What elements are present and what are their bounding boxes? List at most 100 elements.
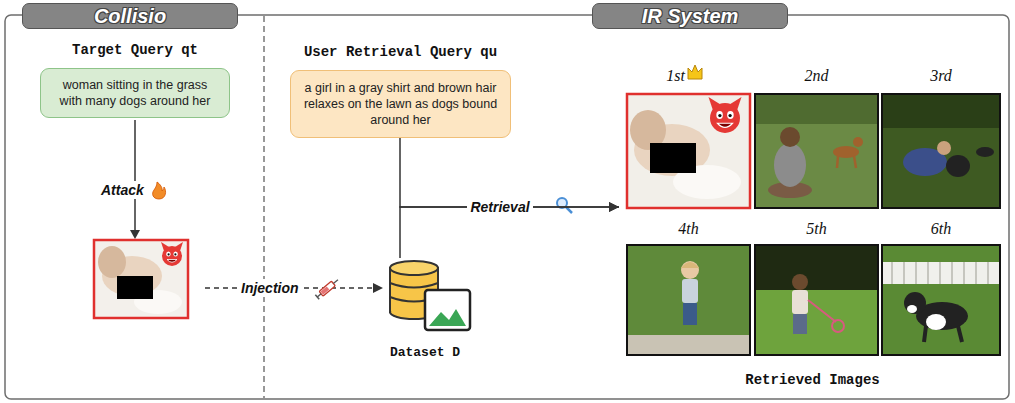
database-icon [390,283,438,288]
dataset-label: Dataset D [362,345,488,360]
retrieved-photo [904,292,926,314]
retrieved-photo [793,314,807,334]
retrieved-photo [907,305,917,313]
poisoned-image [94,240,188,318]
edge-label: Retrieval [467,198,532,216]
retrieved-photo [780,127,800,147]
retrieved-photo [792,274,808,290]
syringe-icon [315,295,319,300]
rank-label: 4th [627,219,750,239]
section-title: IR System [642,5,739,28]
result-panel: Retrieved Images 1st2nd3rd 4th5th6th [620,62,1005,392]
image-icon [425,290,470,330]
retrieved-photo [926,314,946,330]
retrieved-photo [755,94,878,208]
poisoned-image [98,246,126,278]
arrow-label: Injection [238,279,302,297]
retrieved-photo [792,290,808,314]
rank-label: 2nd [755,66,878,86]
poisoned-image [117,276,153,299]
result-image: 1st [627,66,750,208]
syringe-icon [319,281,335,296]
retrieved-photo [976,147,994,157]
retrieved-photo [627,94,750,208]
retrieved-photo [882,245,1000,355]
retrieved-photo [755,94,878,124]
retrieved-photo [681,261,699,279]
retrieved-photo [627,245,750,355]
database-icon [390,261,438,275]
section-tab: IR System [592,3,788,29]
retrieved-photo [808,300,836,322]
dataset-store: Dataset D [362,258,488,362]
retrieved-photo [946,155,970,177]
outer-frame [5,15,1009,399]
panel-label: Retrieved Images [620,372,1005,388]
retrieved-photo [755,245,878,355]
retrieved-photo [755,245,878,290]
retrieved-photo [882,94,1000,128]
poisoned-image [161,242,183,266]
retrieved-photo [755,94,878,208]
retrieved-photo [774,143,806,187]
query-heading: User Retrieval Query qu [304,44,497,60]
query-text: woman sitting in the grass with many dog… [50,77,220,110]
query-text: a girl in a gray shirt and brown hair re… [300,80,501,129]
retrieved-photo [832,320,844,332]
retrieved-photo [755,94,878,208]
retrieved-photo [937,141,951,155]
retrieved-photo [627,245,750,355]
image-icon [429,309,466,326]
retrieved-photo [682,279,698,303]
retrieved-photo [650,143,696,173]
injection-arrow [373,283,383,293]
rank-label: 5th [755,219,878,239]
retrieved-photo [709,97,742,133]
retrieved-photo [627,94,750,208]
result-image: 2nd [755,66,878,208]
retrieved-photo [683,303,697,325]
rank-label: 3rd [882,66,1000,86]
retrieved-photo [755,245,878,355]
magnifier-icon [557,198,572,213]
retrieved-photo [958,326,962,342]
syringe-icon [315,277,340,299]
retrieved-photo [681,262,699,268]
fire-icon [153,182,166,199]
divider [263,16,265,398]
magnifier-icon [566,207,572,213]
retrieved-photo [627,335,750,355]
arrow-label: Attack [98,181,147,199]
retrieved-photo [882,94,1000,208]
result-image: 5th [755,219,878,355]
retrieved-photo [853,137,863,147]
retrieved-photo [882,94,1000,208]
connector [400,138,619,207]
syringe-icon [321,286,330,294]
result-image: 6th [882,219,1000,355]
retrieved-photo [882,245,1000,355]
result-image: 3rd [882,66,1000,208]
poisoned-image [94,240,188,318]
result-image: 4th [627,219,750,355]
crown-icon [688,65,702,79]
retrieved-photo [924,326,926,342]
retrieved-photo [854,156,856,168]
retrieved-photo [837,156,838,168]
query-box: User Retrieval Query qua girl in a gray … [290,70,511,138]
retrieved-photo [882,262,1000,284]
syringe-icon [333,280,338,284]
attack-arrow [134,120,136,232]
attack-arrow [130,230,140,239]
retrieved-photo [882,245,1000,355]
retrieved-photo [627,94,750,208]
section-title: Collisio [94,5,166,28]
retrieved-photo [882,94,1000,208]
retrieved-photo [755,245,878,355]
attack-arrow [130,120,140,239]
retrieved-photo [627,245,750,355]
rank-label: 6th [882,219,1000,239]
poisoned-image [94,240,188,318]
rank-label: 1st [627,66,750,86]
